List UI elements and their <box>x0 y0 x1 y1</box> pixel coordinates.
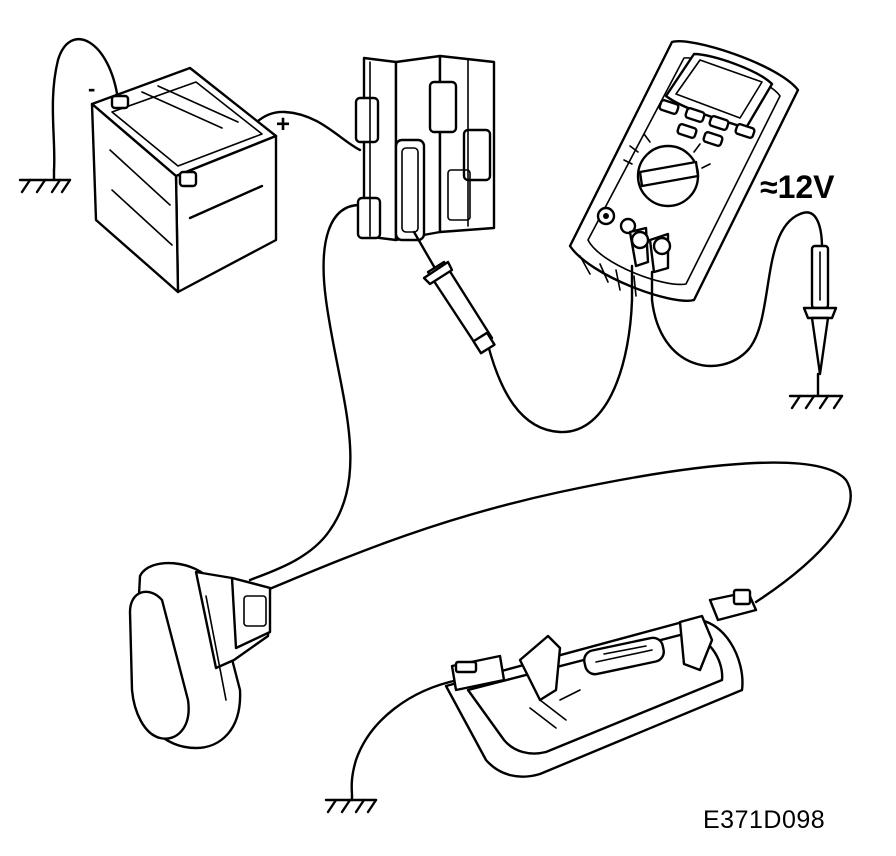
negative-sign: - <box>88 76 95 101</box>
test-probe-fuse <box>412 230 496 355</box>
courtesy-lamp <box>444 588 758 778</box>
test-probe-ground <box>802 244 838 376</box>
ground-symbol-right <box>788 372 844 410</box>
negative-terminal <box>110 94 130 110</box>
voltage-reading: ≈12V <box>760 169 835 205</box>
ground-symbol-left <box>18 168 72 194</box>
ground-symbol-bottom <box>324 794 378 814</box>
meter-com-wire <box>650 211 824 368</box>
lamp-ground-wire <box>350 678 460 798</box>
battery: - + <box>88 66 290 294</box>
probe-lead-wire <box>486 298 634 434</box>
probed-fuse <box>394 138 426 242</box>
switch-to-lamp-wire <box>260 461 852 604</box>
fusebox-to-switch-wire <box>248 203 362 582</box>
figure-code: E371D098 <box>703 806 826 834</box>
positive-terminal <box>178 170 198 188</box>
positive-sign: + <box>276 111 290 138</box>
fuse-box <box>354 54 496 242</box>
multimeter <box>568 40 800 302</box>
door-switch <box>128 561 272 750</box>
battery-ground-wire <box>51 38 120 172</box>
